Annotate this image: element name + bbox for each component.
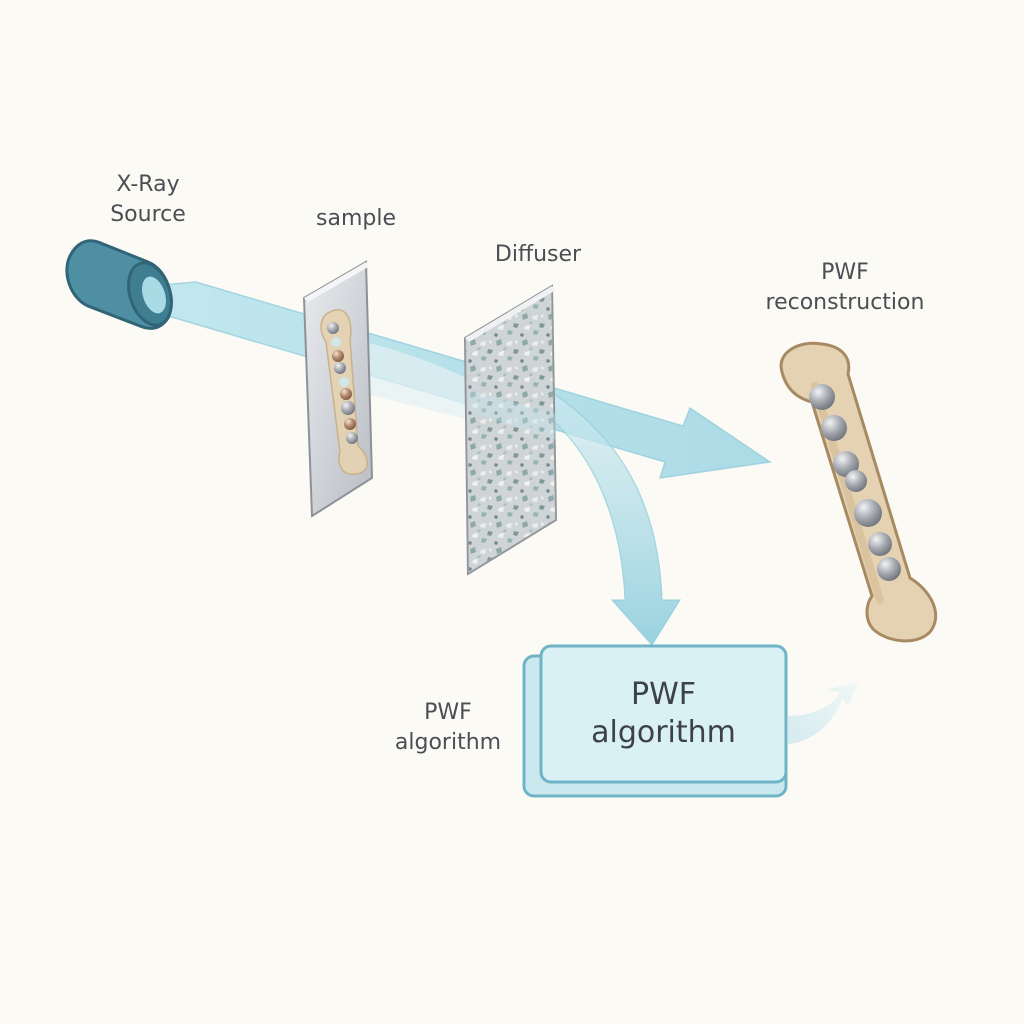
algorithm-box-label-line1: PWF: [630, 677, 696, 712]
sample-beads: [327, 322, 358, 444]
algorithm-box-label-line2: algorithm: [591, 715, 736, 750]
algorithm-box-label: PWF algorithm: [541, 676, 786, 752]
xray-source-label-line2: Source: [110, 202, 186, 227]
xray-source-label-line1: X-Ray: [116, 172, 180, 197]
beam-through-diffuser: [470, 390, 556, 440]
reconstruction-beads: [809, 384, 901, 581]
diffuser-label: Diffuser: [494, 242, 582, 267]
scattered-beam: [350, 338, 470, 420]
reconstruction-label-line1: PWF: [821, 260, 869, 285]
output-arrow: [788, 682, 858, 744]
xray-source-icon: [65, 239, 173, 330]
algorithm-side-label-line1: PWF: [424, 700, 472, 725]
reconstruction-label: PWF reconstruction: [740, 258, 950, 318]
reconstruction-label-line2: reconstruction: [765, 290, 925, 315]
sample-label: sample: [316, 206, 396, 231]
diffuser-plate: [463, 284, 558, 576]
detector-arrow: [469, 351, 682, 646]
algorithm-box: [522, 644, 788, 798]
reconstruction-bone: [779, 341, 937, 643]
algorithm-side-label-line2: algorithm: [394, 730, 502, 755]
sample-plate: [302, 260, 374, 518]
algorithm-side-label: PWF algorithm: [380, 698, 516, 758]
xray-source-label: X-Ray Source: [88, 170, 208, 230]
